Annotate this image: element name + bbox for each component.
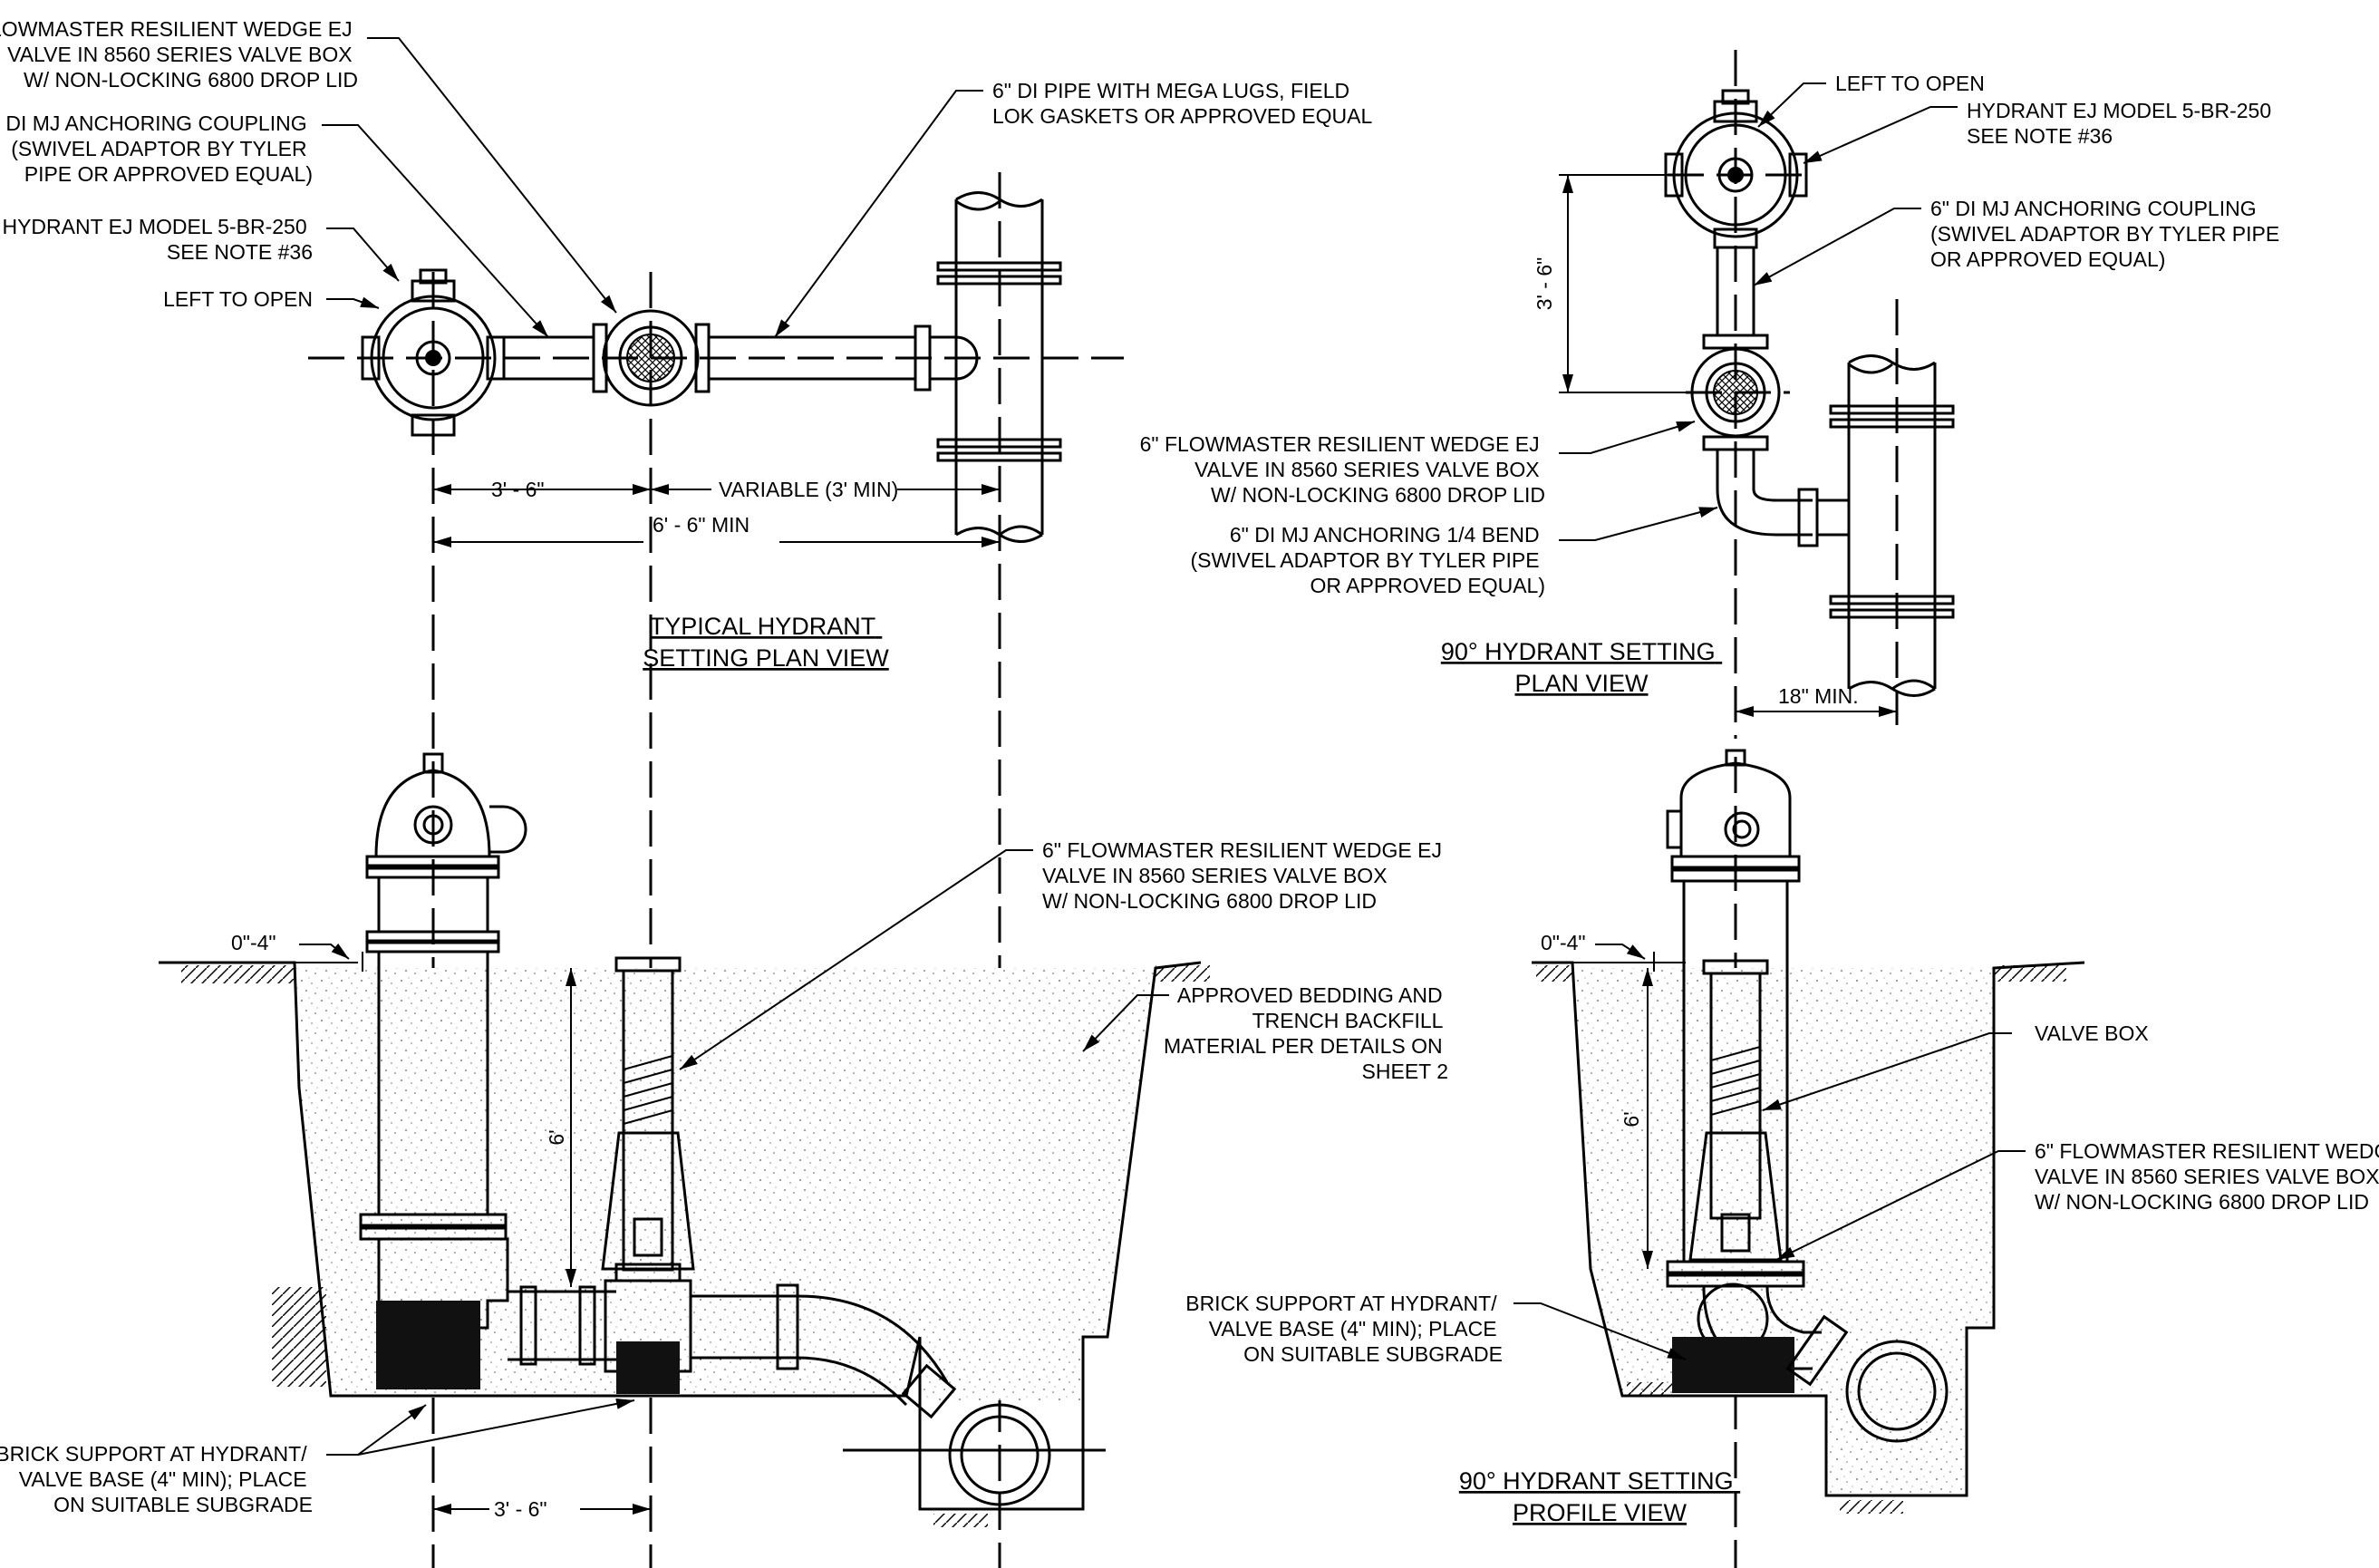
- dim-total: 6' - 6" MIN: [653, 513, 749, 537]
- typ-profile-valve-note: 6" FLOWMASTER RESILIENT WEDGE EJ VALVE I…: [1042, 838, 1447, 913]
- typical-plan-view: 3' - 6" VARIABLE (3' MIN) 6' - 6" MIN 6"…: [0, 17, 1372, 1568]
- plan90-title: 90° HYDRANT SETTING PLAN VIEW: [1441, 638, 1722, 697]
- typ-grade-dim: 0"-4": [231, 931, 276, 954]
- p90-valve-note: 6" FLOWMASTER RESILIENT WEDGE EJ VALVE I…: [2035, 1139, 2379, 1214]
- plan-dimensions: [433, 484, 1000, 547]
- typ-depth-dim: 6': [545, 1129, 568, 1145]
- water-main-section: [843, 1403, 1106, 1506]
- hydrant-profile: [359, 752, 527, 1389]
- typ-coupling-note: 6" DI MJ ANCHORING COUPLING (SWIVEL ADAP…: [0, 111, 313, 186]
- plan90-hydrant-note: HYDRANT EJ MODEL 5-BR-250 SEE NOTE #36: [1967, 99, 2277, 148]
- p90-grade-dim: 0"-4": [1541, 931, 1586, 954]
- plan90-valve-note: 6" FLOWMASTER RESILIENT WEDGE EJ VALVE I…: [1140, 432, 1545, 507]
- typ-profile-dim: 3' - 6": [494, 1497, 547, 1521]
- p90-valve-box-label: VALVE BOX: [2035, 1021, 2149, 1045]
- water-main-section-90: [1845, 1340, 1949, 1443]
- plan90-bend-note: 6" DI MJ ANCHORING 1/4 BEND (SWIVEL ADAP…: [1190, 523, 1545, 597]
- typical-profile-view: 0"-4" 6' 3' - 6" 6" FLOWMASTER RESILIENT…: [0, 752, 1448, 1527]
- water-main-plan90: [1829, 354, 1955, 697]
- plan90-min-dim: 18" MIN.: [1778, 684, 1859, 708]
- dim-hydrant-valve: 3' - 6": [491, 478, 545, 501]
- plan90-coupling-note: 6" DI MJ ANCHORING COUPLING (SWIVEL ADAP…: [1930, 197, 2286, 271]
- water-main-plan: [936, 191, 1062, 543]
- p90-brick-note: BRICK SUPPORT AT HYDRANT/ VALVE BASE (4"…: [1185, 1292, 1503, 1366]
- valve-box-profile: [601, 956, 695, 1394]
- hydrant-plan-symbol: [361, 268, 506, 437]
- typ-hydrant-note: HYDRANT EJ MODEL 5-BR-250 SEE NOTE #36: [2, 215, 313, 264]
- typ-left-open: LEFT TO OPEN: [163, 287, 313, 311]
- typ-pipe-note: 6" DI PIPE WITH MEGA LUGS, FIELD LOK GAS…: [992, 79, 1372, 128]
- hydrant-profile-90: [1666, 749, 1805, 1288]
- plan90-left-open: LEFT TO OPEN: [1835, 72, 1985, 95]
- valve-plan-symbol: [602, 309, 711, 407]
- typ-plan-title: TYPICAL HYDRANT SETTING PLAN VIEW: [643, 613, 889, 672]
- typ-valve-note: 6" FLOWMASTER RESILIENT WEDGE EJ VALVE I…: [0, 17, 358, 92]
- hydrant-plan90-symbol: [1664, 89, 1808, 249]
- valve-box-profile-90: [1688, 959, 1783, 1262]
- dim-variable: VARIABLE (3' MIN): [719, 478, 898, 501]
- plan-90-view: 3' - 6" 18" MIN. LEFT TO OPEN HYDRANT EJ…: [1140, 50, 2286, 1568]
- p90-title: 90° HYDRANT SETTING PROFILE VIEW: [1459, 1467, 1740, 1526]
- plan90-vert-dim: 3' - 6": [1533, 257, 1556, 311]
- valve-plan90-symbol: [1690, 347, 1781, 451]
- typ-brick-note: BRICK SUPPORT AT HYDRANT/ VALVE BASE (4"…: [0, 1442, 313, 1516]
- profile-90-view: 0"-4" 6' VALVE BOX 6" FLOWMASTER RESILIE…: [1185, 749, 2379, 1526]
- typ-bedding-note: APPROVED BEDDING AND TRENCH BACKFILL MAT…: [1164, 983, 1448, 1083]
- p90-depth-dim: 6': [1620, 1111, 1643, 1127]
